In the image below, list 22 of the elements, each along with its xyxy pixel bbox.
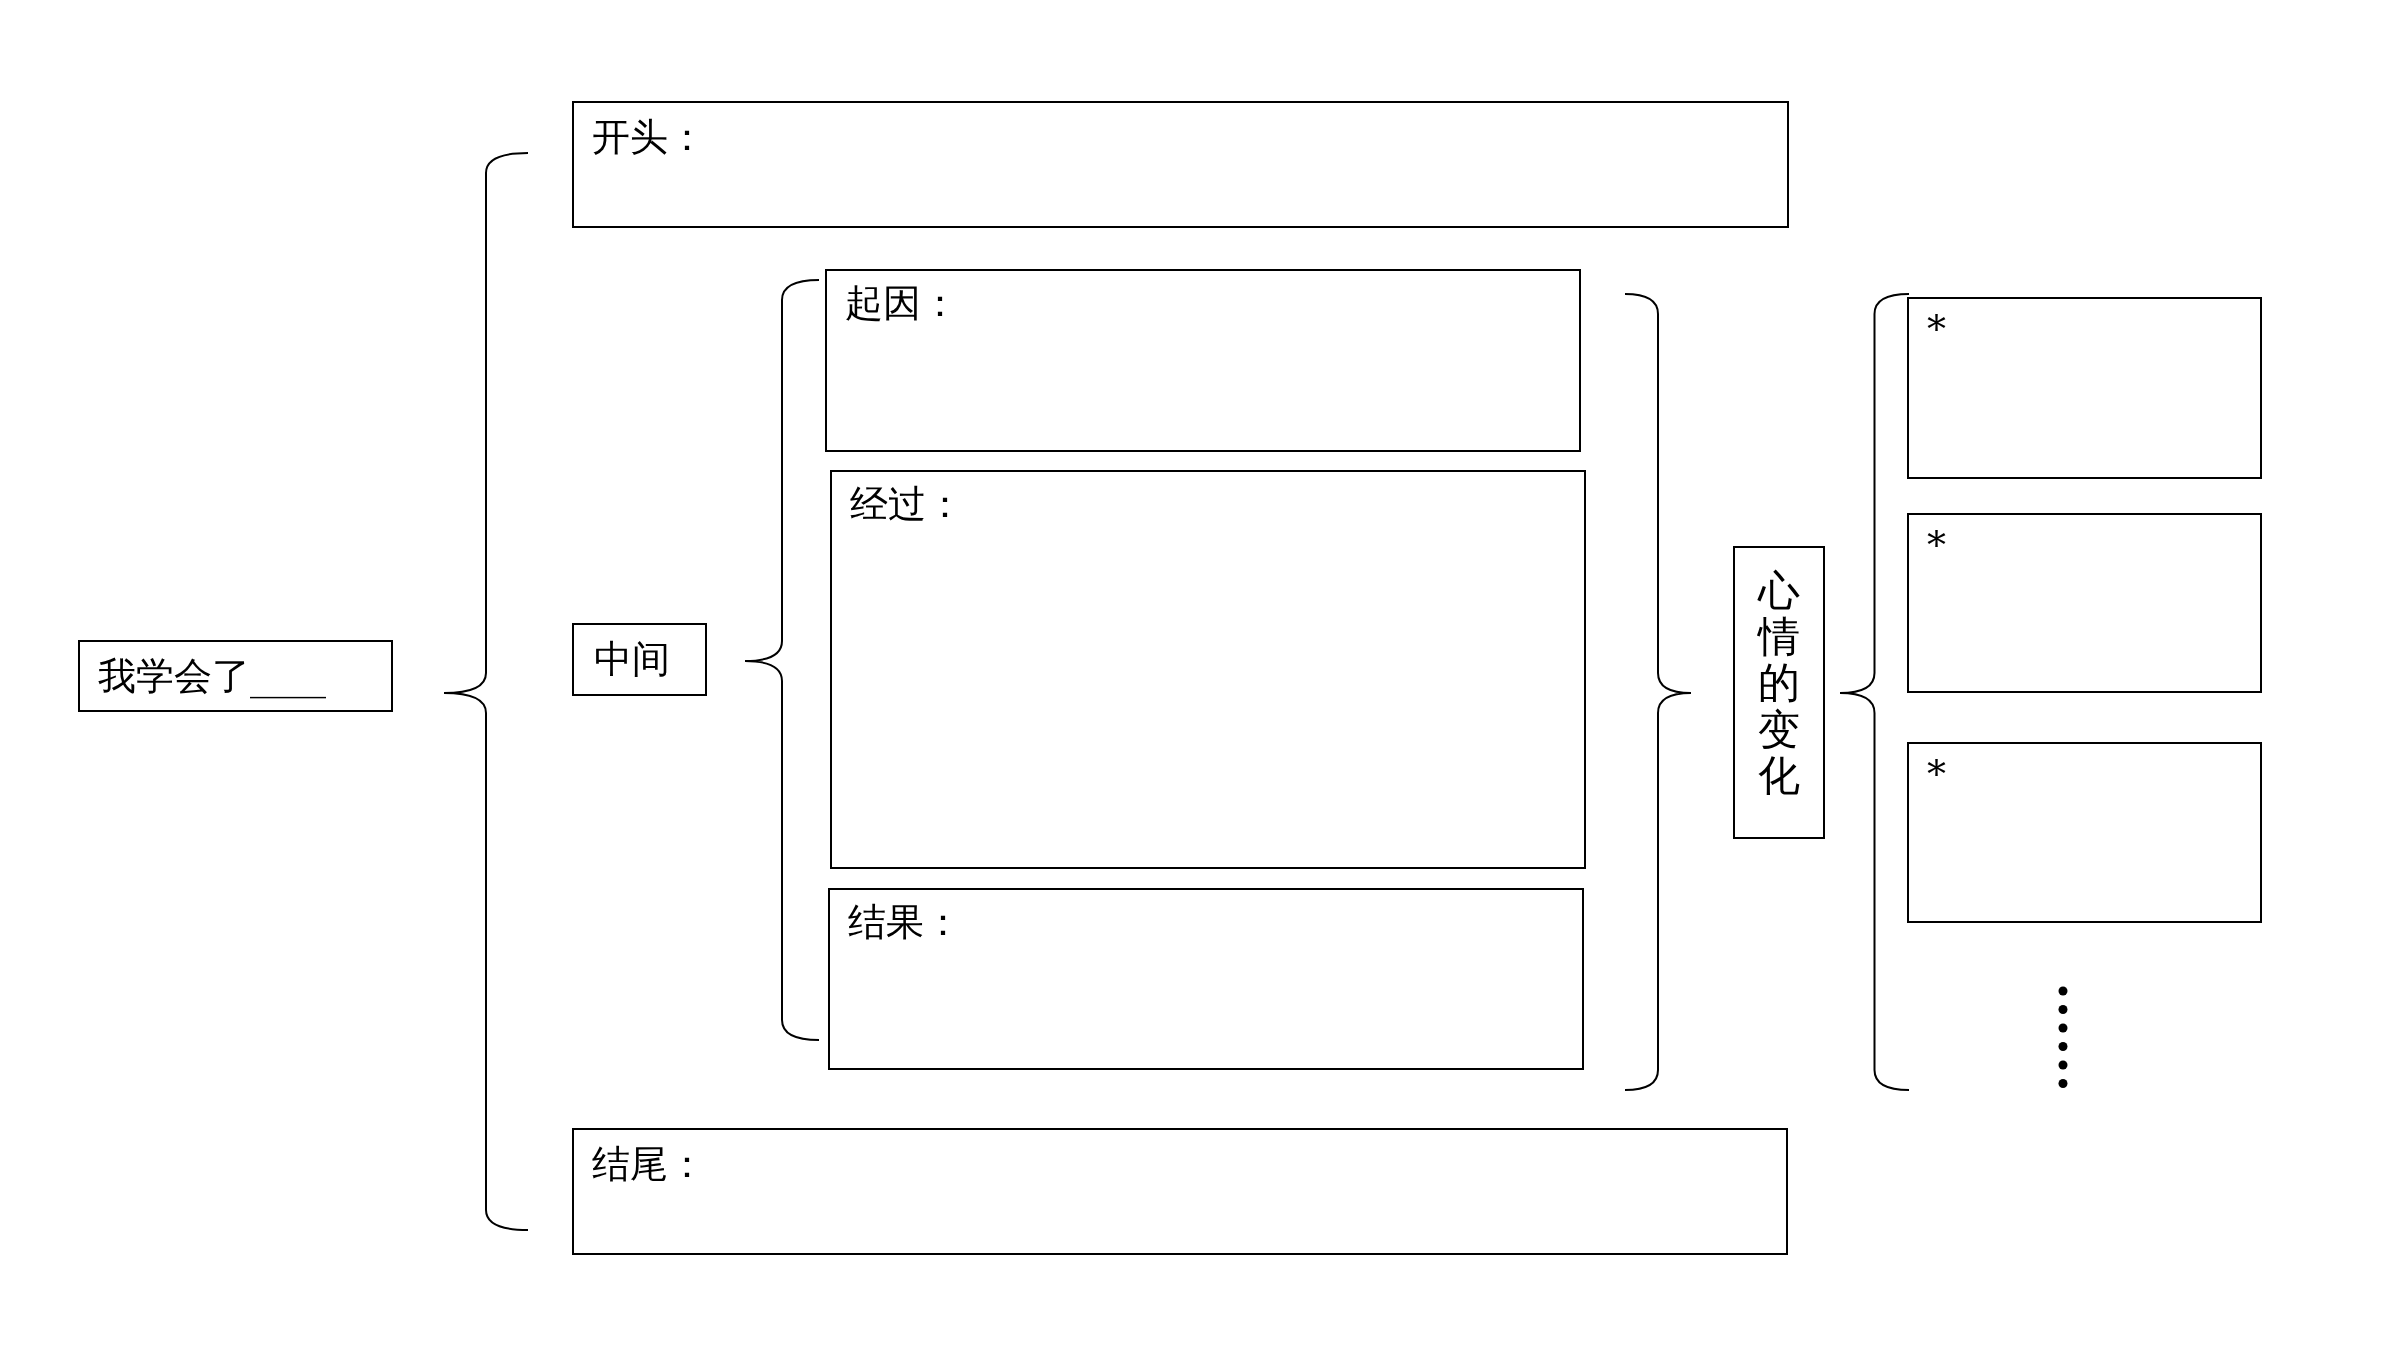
note-box bbox=[1907, 742, 2262, 923]
title-box bbox=[78, 640, 393, 712]
box-label: * bbox=[1927, 752, 1946, 798]
note-box bbox=[1907, 297, 2262, 479]
section-box bbox=[572, 1128, 1788, 1255]
vertical-label: 心情的变化 bbox=[1758, 568, 1800, 799]
section-label-box bbox=[572, 623, 707, 696]
box-label: 开头： bbox=[592, 115, 706, 161]
box-label: * bbox=[1927, 523, 1946, 569]
mood-box bbox=[1733, 546, 1825, 839]
box-label: 结尾： bbox=[592, 1142, 706, 1188]
box-label: * bbox=[1927, 307, 1946, 353]
box-label: 起因： bbox=[845, 281, 959, 327]
box-label: 经过： bbox=[850, 482, 964, 528]
note-box bbox=[1907, 513, 2262, 693]
section-box bbox=[572, 101, 1789, 228]
box-label: 我学会了____ bbox=[98, 654, 326, 700]
section-box bbox=[828, 888, 1584, 1070]
box-label: 结果： bbox=[848, 900, 962, 946]
box-label: 中间 bbox=[594, 637, 670, 683]
section-box bbox=[830, 470, 1586, 869]
section-box bbox=[825, 269, 1581, 452]
